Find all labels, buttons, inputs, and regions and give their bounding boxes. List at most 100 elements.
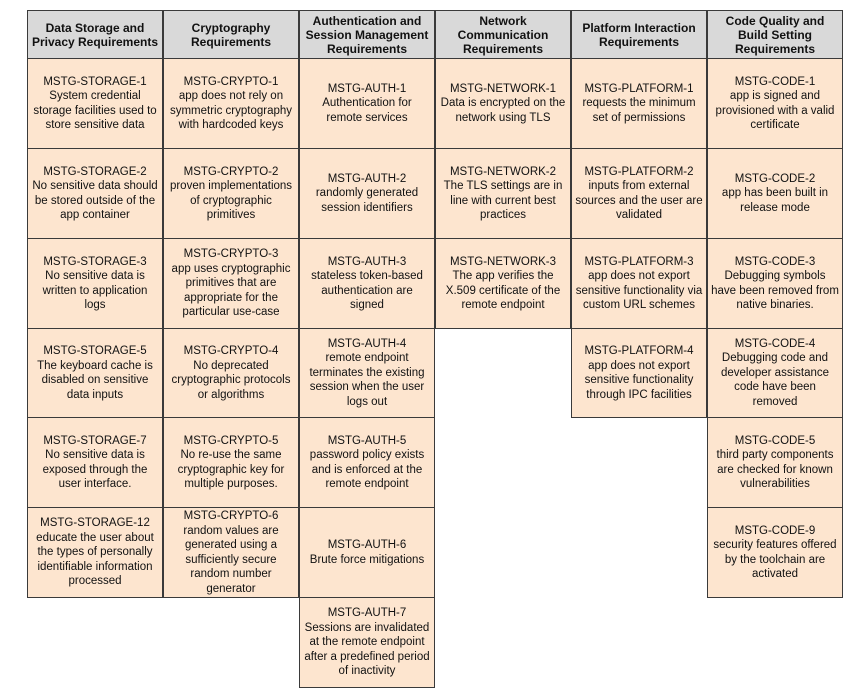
requirement-description: app does not rely on symmetric cryptogra… [169,90,293,131]
requirement-id: MSTG-PLATFORM-1 [584,82,694,95]
requirement-id: MSTG-PLATFORM-4 [584,345,694,357]
requirement-description: app does not export sensitive functional… [584,359,694,401]
column-header: Data Storage and Privacy Requirements [27,10,163,59]
requirement-cell: MSTG-CRYPTO-4 No deprecated cryptographic… [163,328,299,418]
requirement-description: password policy exists and is enforced a… [309,449,425,490]
requirement-description: randomly generated session identifiers [315,187,419,214]
requirement-description: app uses cryptographic primitives that a… [171,262,291,319]
requirement-description: requests the minimum set of permissions [582,97,696,124]
requirement-id: MSTG-CRYPTO-4 [183,345,279,357]
requirement-description: third party components are checked for k… [716,449,834,490]
requirement-cell: MSTG-CODE-9 security features offered by … [707,507,843,598]
requirement-description: remote endpoint terminates the existing … [309,352,425,408]
requirement-description: No deprecated cryptographic protocols or… [171,359,291,401]
requirement-id: MSTG-NETWORK-3 [449,255,557,268]
requirement-id: MSTG-CODE-1 [734,75,816,88]
requirement-id: MSTG-CODE-3 [734,255,816,268]
requirement-description: educate the user about the types of pers… [36,531,154,588]
requirement-description: Data is encrypted on the network using T… [440,97,566,124]
requirement-description: The app verifies the X.509 certificate o… [445,270,561,311]
requirement-id: MSTG-CRYPTO-2 [183,165,279,178]
requirement-id: MSTG-CRYPTO-3 [183,248,279,261]
requirement-id: MSTG-AUTH-7 [327,607,407,620]
column-header: Platform Interaction Requirements [571,10,707,59]
requirement-cell: MSTG-CODE-1 app is signed and provisioned… [707,58,843,149]
requirement-id: MSTG-STORAGE-12 [40,517,150,530]
requirement-id: MSTG-CODE-2 [734,172,816,185]
requirement-cell: MSTG-CRYPTO-6 random values are generated… [163,507,299,598]
requirement-description: No sensitive data is exposed through the… [42,449,148,490]
requirement-cell: MSTG-CRYPTO-2 proven implementations of c… [163,148,299,239]
requirement-id: MSTG-STORAGE-5 [43,345,147,357]
requirement-id: MSTG-AUTH-2 [327,172,407,185]
column-header: Code Quality and Build Setting Requireme… [707,10,843,59]
requirement-description: No sensitive data is written to applicat… [42,270,148,311]
requirement-id: MSTG-CRYPTO-6 [183,510,279,522]
requirement-id: MSTG-CRYPTO-1 [183,75,279,88]
requirement-cell: MSTG-AUTH-5 password policy exists and is… [299,417,435,508]
requirement-id: MSTG-STORAGE-3 [43,255,147,268]
requirement-id: MSTG-AUTH-5 [327,434,407,447]
requirement-cell: MSTG-PLATFORM-2 inputs from external sour… [571,148,707,239]
requirement-description: System credential storage facilities use… [33,90,157,131]
requirement-description: No sensitive data should be stored outsi… [32,180,158,221]
requirement-cell: MSTG-AUTH-4 remote endpoint terminates th… [299,328,435,418]
requirement-cell: MSTG-PLATFORM-4 app does not export sensi… [571,328,707,418]
requirement-description: The TLS settings are in line with curren… [443,180,563,221]
requirement-id: MSTG-PLATFORM-3 [584,255,694,268]
requirement-description: inputs from external sources and the use… [575,180,703,221]
requirement-cell: MSTG-STORAGE-2 No sensitive data should b… [27,148,163,239]
requirement-id: MSTG-CODE-9 [734,524,816,537]
column-header: Network Communication Requirements [435,10,571,59]
requirement-cell: MSTG-PLATFORM-1 requests the minimum set … [571,58,707,149]
requirement-cell: MSTG-STORAGE-3 No sensitive data is writt… [27,238,163,329]
requirement-description: security features offered by the toolcha… [713,539,837,580]
requirement-id: MSTG-CODE-5 [734,434,816,447]
requirements-table: Data Storage and Privacy Requirements MS… [27,10,843,688]
requirement-cell: MSTG-CRYPTO-1 app does not rely on symmet… [163,58,299,149]
requirement-description: Sessions are invalidated at the remote e… [304,621,430,678]
requirement-id: MSTG-NETWORK-1 [449,82,557,95]
requirement-description: proven implementations of cryptographic … [169,180,293,221]
requirement-cell: MSTG-STORAGE-7 No sensitive data is expos… [27,417,163,508]
requirement-id: MSTG-AUTH-4 [327,337,407,350]
column-header: Cryptography Requirements [163,10,299,59]
requirement-description: Authentication for remote services [322,97,412,124]
requirement-id: MSTG-PLATFORM-2 [584,165,694,178]
requirement-id: MSTG-AUTH-1 [327,82,407,95]
requirement-id: MSTG-CRYPTO-5 [183,434,279,447]
requirement-cell: MSTG-CRYPTO-5 No re-use the same cryptogr… [163,417,299,508]
requirement-id: MSTG-NETWORK-2 [449,165,557,178]
requirement-cell: MSTG-CODE-2 app has been built in release… [707,148,843,239]
requirement-description: Brute force mitigations [309,553,425,566]
column-header: Authentication and Session Management Re… [299,10,435,59]
requirement-description: No re-use the same cryptographic key for… [177,449,285,490]
requirement-cell: MSTG-CODE-5 third party components are ch… [707,417,843,508]
requirement-id: MSTG-STORAGE-2 [43,165,147,178]
requirement-description: app is signed and provisioned with a val… [715,90,835,131]
requirement-description: Debugging code and developer assistance … [720,352,830,408]
requirement-id: MSTG-STORAGE-7 [43,434,147,447]
requirement-description: stateless token-based authentication are… [311,270,423,311]
requirement-description: The keyboard cache is disabled on sensit… [37,359,153,401]
requirement-cell: MSTG-AUTH-2 randomly generated session id… [299,148,435,239]
requirement-description: random values are generated using a suff… [183,524,279,595]
requirement-id: MSTG-CODE-4 [734,337,816,350]
requirement-id: MSTG-AUTH-3 [327,255,407,268]
requirement-id: MSTG-AUTH-6 [327,539,407,551]
requirement-description: app has been built in release mode [721,187,829,214]
requirement-cell: MSTG-AUTH-3 stateless token-based authent… [299,238,435,329]
